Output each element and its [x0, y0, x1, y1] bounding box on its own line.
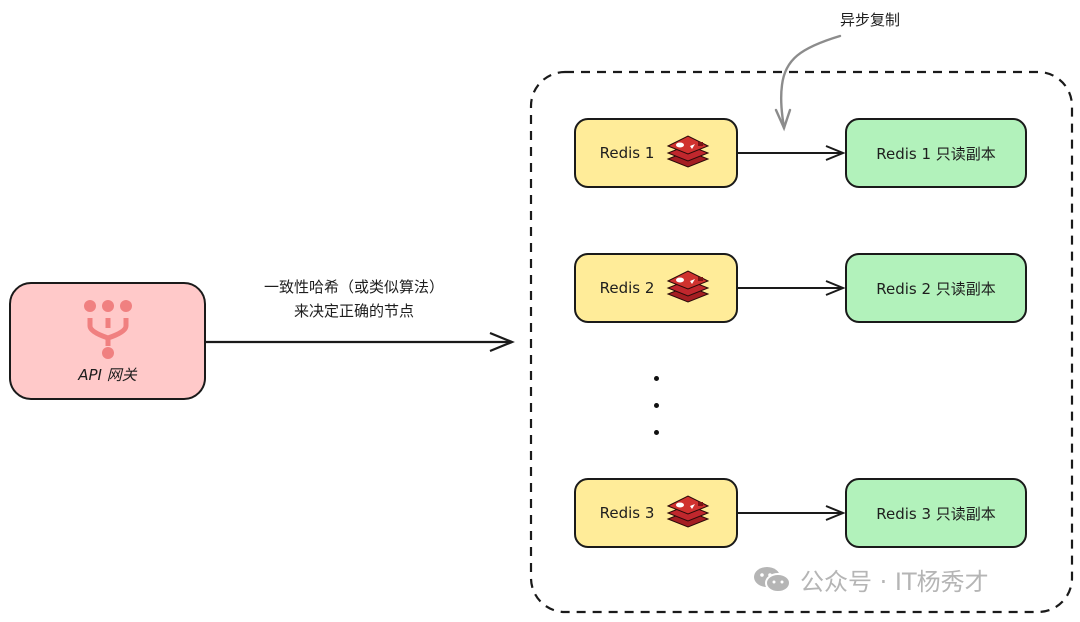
redis-node-label: Redis 3 [599, 504, 655, 522]
async-replication-label: 异步复制 [839, 11, 900, 29]
redis-logo-icon [667, 495, 710, 528]
ellipsis-dot [654, 430, 659, 435]
gateway-label: API 网关 [78, 365, 137, 384]
replica-label: Redis 1 只读副本 [876, 144, 996, 163]
wechat-icon [754, 566, 791, 593]
watermark-text: 公众号 · IT杨秀才 [800, 568, 989, 596]
redis-node-3[interactable]: Redis 3 [574, 478, 738, 548]
redis-replica-1[interactable]: Redis 1 只读副本 [845, 118, 1027, 188]
api-gateway-node[interactable]: API 网关 [9, 282, 206, 400]
redis-node-2[interactable]: Redis 2 [574, 253, 738, 323]
replication-arrow-2 [738, 280, 846, 296]
routing-note-line2: 来决定正确的节点 [293, 302, 414, 320]
gateway-to-cluster-arrow [205, 331, 515, 353]
ellipsis-dot [654, 376, 659, 381]
redis-cluster-container [529, 70, 1074, 614]
ellipsis-dot [654, 403, 659, 408]
replication-arrow-3 [738, 505, 846, 521]
gateway-routing-icon [83, 299, 132, 359]
redis-logo-icon [667, 270, 710, 303]
redis-replica-3[interactable]: Redis 3 只读副本 [845, 478, 1027, 548]
replication-arrow-1 [738, 145, 846, 161]
routing-note: 一致性哈希（或类似算法） 来决定正确的节点 [244, 275, 464, 323]
watermark: 公众号 · IT杨秀才 [752, 562, 989, 597]
replica-label: Redis 2 只读副本 [876, 279, 996, 298]
redis-replica-2[interactable]: Redis 2 只读副本 [845, 253, 1027, 323]
redis-node-label: Redis 1 [599, 144, 655, 162]
redis-node-1[interactable]: Redis 1 [574, 118, 738, 188]
replica-label: Redis 3 只读副本 [876, 504, 996, 523]
redis-logo-icon [667, 135, 710, 168]
redis-node-label: Redis 2 [599, 279, 655, 297]
routing-note-line1: 一致性哈希（或类似算法） [263, 278, 444, 296]
async-replication-annotation-arrow [774, 34, 842, 132]
